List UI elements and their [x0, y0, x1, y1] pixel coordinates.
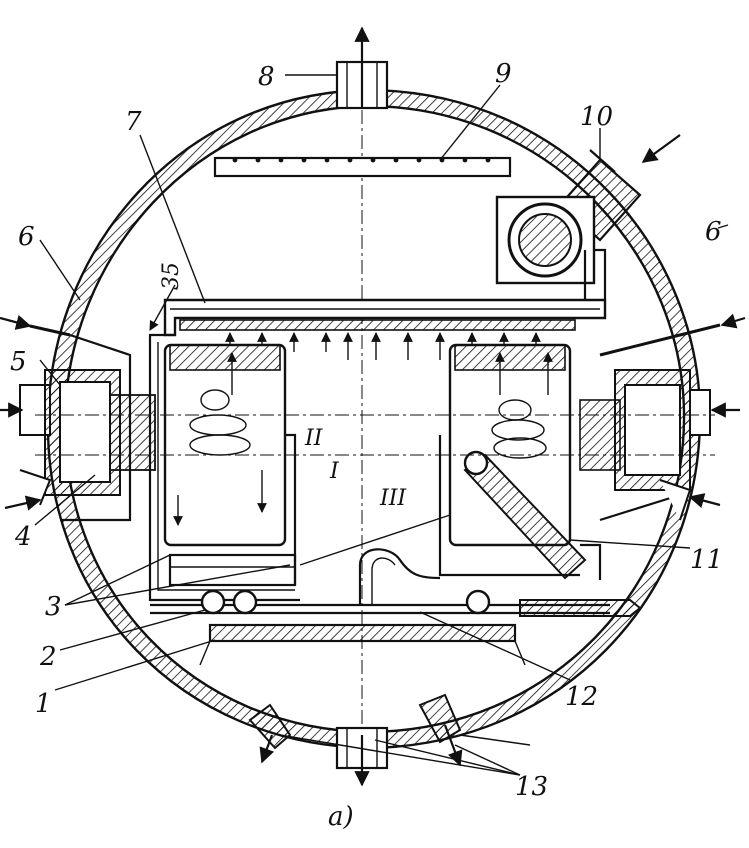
label-9: 9 [495, 59, 512, 89]
diagonal-linkage [463, 450, 602, 580]
inlet-fitting-assembly [495, 134, 681, 285]
label-2: 2 [39, 642, 57, 672]
label-10: 10 [580, 102, 613, 132]
bottom-outlets [248, 693, 531, 787]
label-3: 3 [45, 592, 62, 622]
left-chamber-unit [163, 343, 297, 587]
label-4: 4 [14, 522, 32, 552]
right-chamber-unit [438, 343, 580, 577]
label-35: 35 [159, 262, 184, 290]
right-side-port [579, 313, 746, 522]
label-5: 5 [10, 347, 27, 377]
label-6-left: 6 [18, 222, 35, 252]
label-roman-II: II [304, 426, 324, 451]
perforated-top-plate [213, 156, 512, 178]
figure-caption: a) [328, 802, 354, 832]
left-inner-frame [148, 284, 300, 602]
axis-lines [35, 414, 715, 566]
label-6-right: 6 [705, 217, 722, 247]
label-11: 11 [690, 545, 723, 575]
label-12: 12 [565, 682, 598, 712]
label-8: 8 [258, 62, 275, 92]
label-roman-III: III [379, 486, 407, 511]
bottom-pipework [150, 548, 642, 617]
leader-lines [34, 74, 729, 776]
label-13: 13 [515, 772, 548, 802]
label-roman-I: I [329, 459, 340, 484]
bottom-plate [199, 623, 526, 666]
top-exhaust-pipe [335, 26, 389, 110]
label-1: 1 [35, 689, 52, 719]
left-side-port [0, 314, 156, 522]
label-7: 7 [125, 107, 142, 137]
part-labels: 8 9 10 7 6 6 35 5 4 3 2 1 11 12 13 II I … [10, 59, 723, 832]
